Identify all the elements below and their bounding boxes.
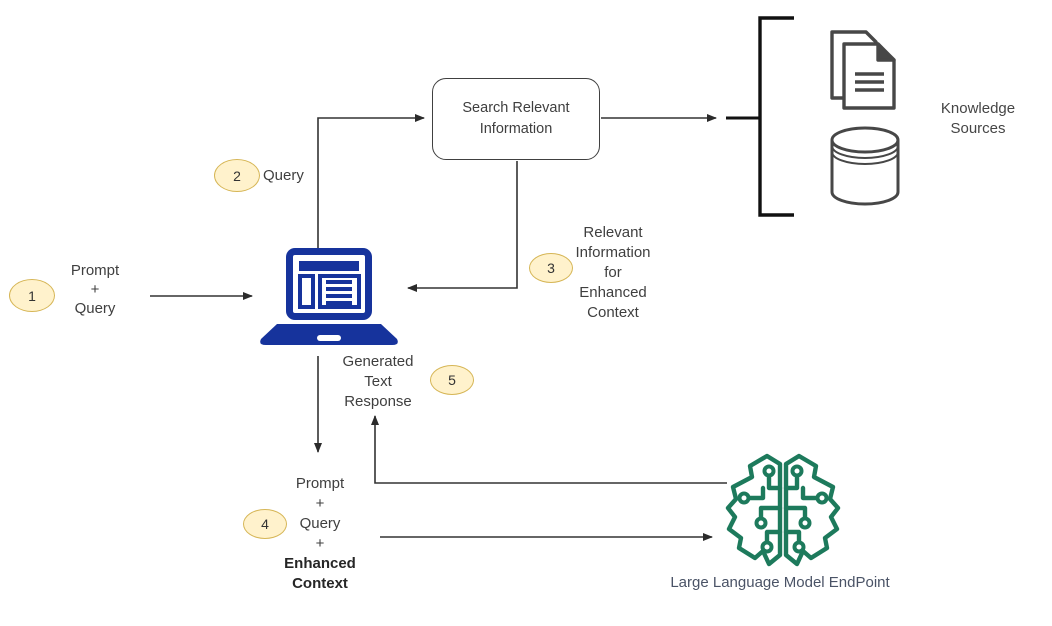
step-badge-2: 2 [214, 159, 260, 192]
brain-circuit-nodes [737, 464, 829, 554]
database-ring [831, 151, 899, 165]
laptop-base [260, 324, 398, 345]
node-search-relevant-information: Search Relevant Information [432, 78, 600, 160]
label-line: Text [364, 373, 392, 390]
label-line: Query [299, 515, 341, 532]
label-line: Relevant [583, 224, 643, 241]
label-prompt-query: Prompt + Query [45, 261, 145, 318]
label-line: Enhanced [579, 284, 647, 301]
label-prompt-query-enhanced-context: Prompt + Query + Enhanced Context [260, 474, 380, 594]
step-badge-3: 3 [529, 253, 573, 283]
label-line: Prompt [70, 262, 120, 279]
step-number-4: 4 [261, 516, 269, 532]
bracket-knowledge-sources [758, 16, 794, 217]
laptop-notch [317, 335, 341, 341]
label-line-bold: Context [292, 575, 348, 592]
label-line: Query [74, 300, 116, 317]
database-top [830, 126, 900, 154]
database-icon [830, 126, 900, 206]
laptop-icon [260, 248, 398, 345]
laptop-screen-text-lines [326, 280, 352, 305]
arrow-llm-to-response [371, 415, 727, 484]
label-query: Query [263, 166, 323, 185]
brain-right-lobe [783, 453, 841, 567]
label-line: + [315, 495, 325, 512]
database-ring [831, 145, 899, 159]
search-box-label-line1: Search Relevant [462, 100, 570, 116]
laptop-screen-header [299, 261, 359, 271]
label-line-bold: Enhanced [284, 555, 356, 572]
llm-endpoint-label: Large Language Model EndPoint [670, 574, 890, 591]
document-fold [876, 42, 896, 62]
label-line: Prompt [295, 475, 345, 492]
step-number-3: 3 [547, 260, 555, 276]
label-line: Response [344, 393, 412, 410]
arrow-search-box-to-laptop [407, 161, 518, 292]
label-line: for [604, 264, 622, 281]
label-line: Information [575, 244, 651, 261]
connector-group [150, 114, 727, 541]
label-line: Generated [342, 353, 414, 370]
brain-circuit-icon [725, 453, 841, 567]
label-line: Query [263, 167, 304, 184]
step-badge-4: 4 [243, 509, 287, 539]
brain-left-lobe [725, 453, 783, 567]
step-number-5: 5 [448, 372, 456, 388]
laptop-screen-sidebar [298, 274, 315, 309]
documents-icon [830, 30, 896, 110]
label-line: + [90, 281, 100, 298]
arrow-laptop-to-search-box [317, 114, 425, 250]
brain-circuit-traces [746, 473, 820, 545]
step-number-2: 2 [233, 167, 241, 184]
label-line: + [315, 535, 325, 552]
step-badge-5: 5 [430, 365, 474, 395]
step-number-1: 1 [28, 287, 36, 304]
document-text-lines [855, 72, 884, 92]
label-line: Context [587, 304, 639, 321]
step-badge-1: 1 [9, 279, 55, 312]
search-box-label-line2: Information [479, 121, 553, 137]
label-relevant-information: Relevant Information for Enhanced Contex… [553, 223, 673, 323]
knowledge-sources-label: Knowledge Sources [940, 100, 1016, 137]
label-generated-text-response: Generated Text Response [328, 352, 428, 412]
